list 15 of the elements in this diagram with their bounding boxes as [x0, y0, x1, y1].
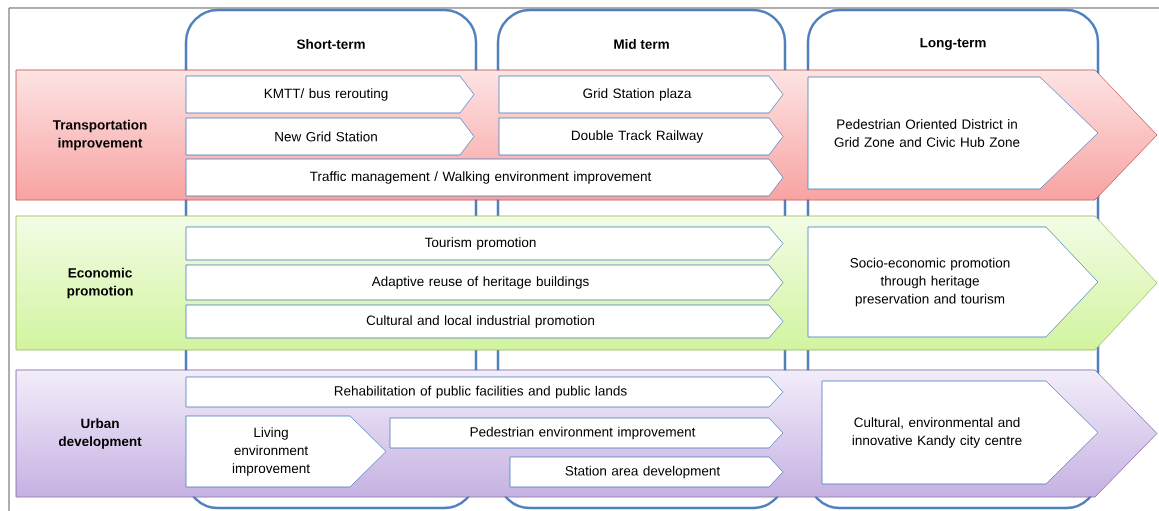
- step-box: Station area development: [509, 456, 784, 488]
- step-box: Pedestrian Oriented District in Grid Zone and Civic Hub Zone: [807, 76, 1099, 190]
- step-box: KMTT/ bus rerouting: [185, 75, 475, 114]
- step-box: Traffic management / Walking environment improvement: [185, 158, 784, 197]
- step-box: Socio-economic promotion through heritage preservation and tourism: [807, 226, 1099, 338]
- step-box: Pedestrian environment improvement: [389, 417, 784, 449]
- step-box: Double Track Railway: [498, 117, 784, 156]
- step-box: New Grid Station: [185, 117, 475, 156]
- step-box: Rehabilitation of public facilities and public lands: [185, 376, 784, 408]
- step-box: Adaptive reuse of heritage buildings: [185, 264, 784, 301]
- step-box: Cultural, environmental and innovative Kandy city centre: [821, 380, 1099, 485]
- step-box: Tourism promotion: [185, 226, 784, 261]
- step-box: Grid Station plaza: [498, 75, 784, 114]
- step-box: Living environment improvement: [185, 415, 387, 488]
- step-box: Cultural and local industrial promotion: [185, 304, 784, 339]
